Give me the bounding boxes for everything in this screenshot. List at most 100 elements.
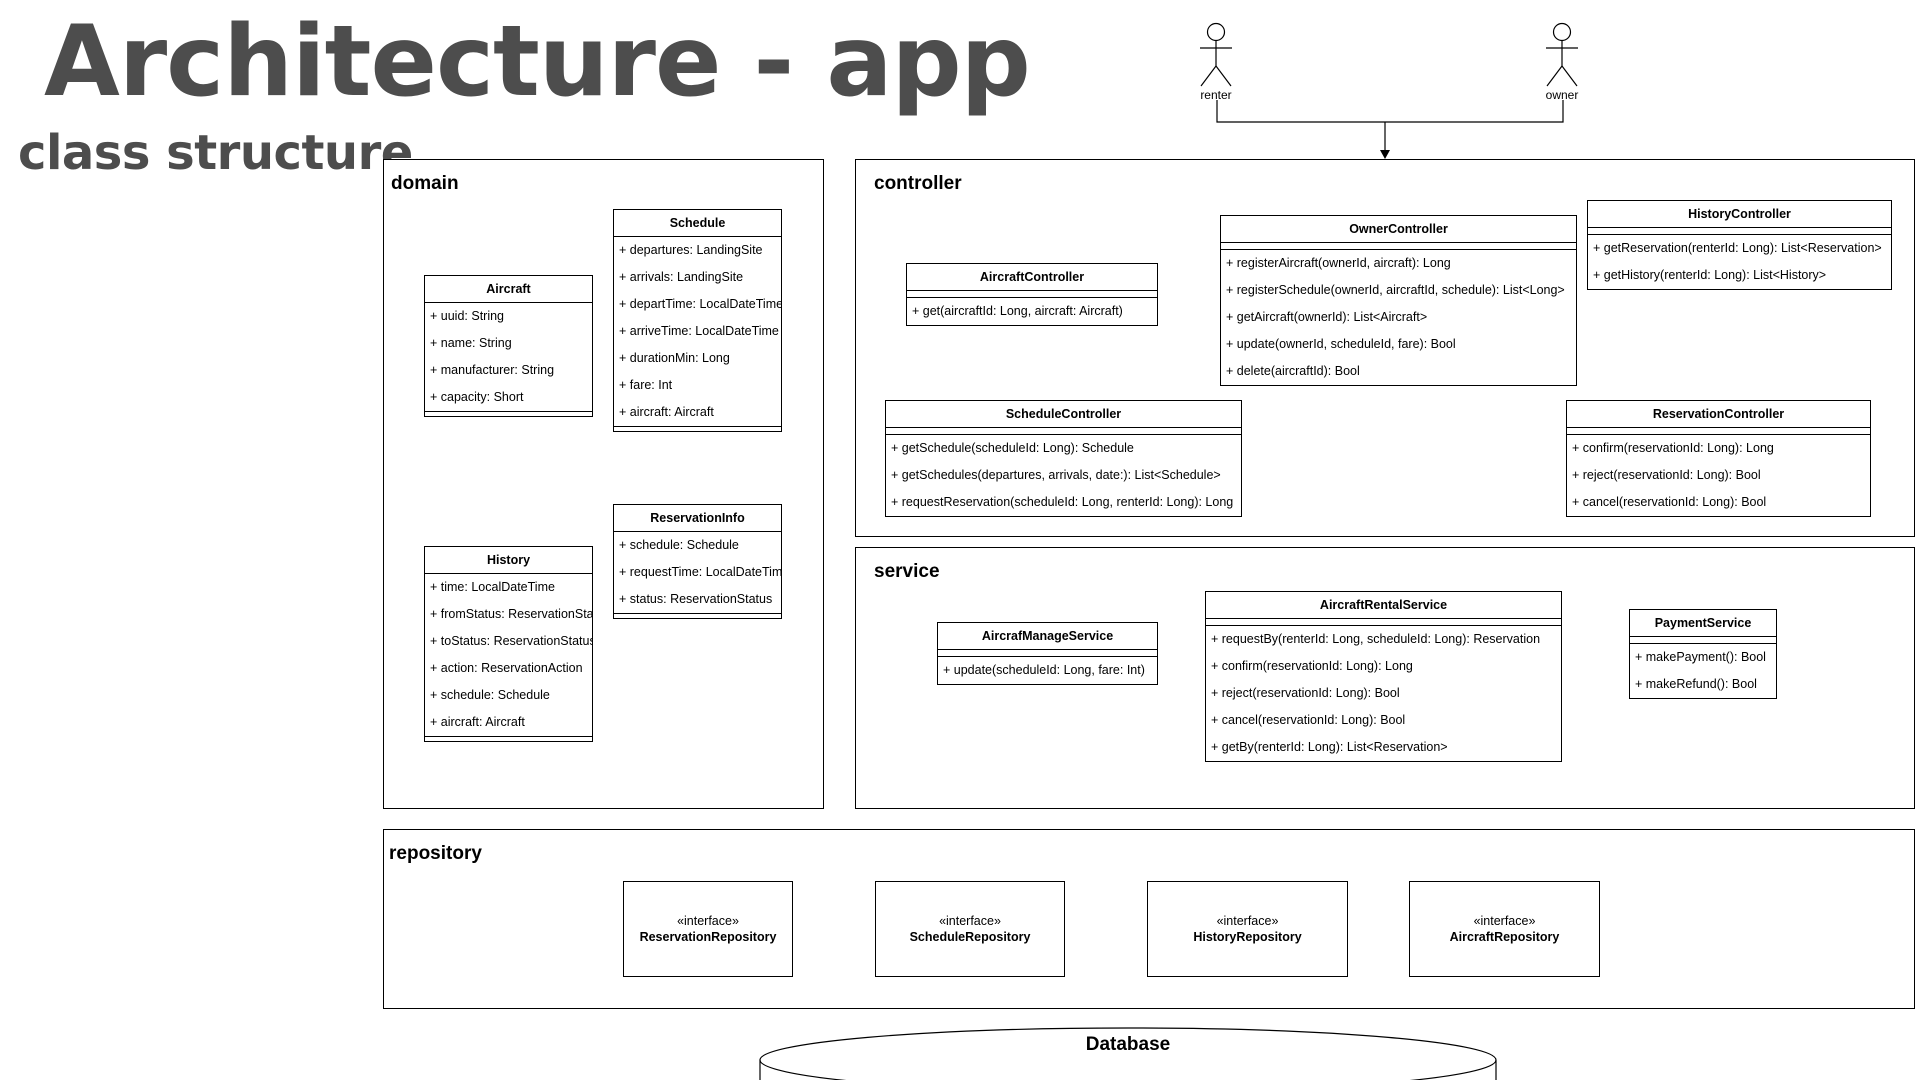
- interface-name: AircraftRepository: [1449, 930, 1560, 944]
- class-member: + manufacturer: String: [430, 363, 555, 377]
- class-member: + capacity: Short: [430, 390, 524, 404]
- class-members: + makePayment(): Bool+ makeRefund(): Boo…: [1630, 644, 1776, 698]
- class-method-divider: [614, 613, 781, 618]
- class-members: + departures: LandingSite + arrivals: Lan…: [614, 237, 781, 426]
- interface-aircraft-repository: «interface» AircraftRepository: [1409, 881, 1600, 977]
- class-member: + departures: LandingSite: [619, 243, 763, 257]
- class-name: OwnerController: [1221, 216, 1576, 243]
- interface-schedule-repository: «interface» ScheduleRepository: [875, 881, 1065, 977]
- class-member: + getBy(renterId: Long): List<Reservatio…: [1211, 740, 1448, 754]
- class-member: + confirm(reservationId: Long): Long: [1572, 441, 1774, 455]
- stick-figure-icon: [1200, 22, 1232, 87]
- class-schedule: Schedule+ departures: LandingSite+ arriv…: [613, 209, 782, 432]
- actor-owner: owner: [1532, 20, 1592, 110]
- interface-stereotype: «interface»: [1216, 914, 1279, 928]
- class-attribute-divider: [1630, 637, 1776, 644]
- class-attribute-divider: [1206, 619, 1561, 626]
- class-aircraft: Aircraft+ uuid: String+ name: String+ ma…: [424, 275, 593, 417]
- class-member: + status: ReservationStatus: [619, 592, 773, 606]
- class-member: + cancel(reservationId: Long): Bool: [1211, 713, 1406, 727]
- interface-stereotype: «interface»: [939, 914, 1001, 928]
- database-cylinder: [759, 1027, 1497, 1080]
- database-label: Database: [1085, 1034, 1171, 1055]
- class-method-divider: [425, 736, 592, 741]
- class-members: + registerAircraft(ownerId, aircraft): L…: [1221, 250, 1576, 385]
- actor-renter: renter: [1186, 20, 1246, 110]
- interface-name: ReservationRepository: [639, 930, 777, 944]
- class-member: + action: ReservationAction: [430, 661, 583, 675]
- class-name: ReservationController: [1567, 401, 1870, 428]
- class-member: + getSchedules(departures, arrivals, dat…: [891, 468, 1221, 482]
- class-members: + time: LocalDateTime + fromStatus: Reser…: [425, 574, 592, 736]
- page-title: Architecture - app: [44, 5, 1031, 119]
- class-member: + confirm(reservationId: Long): Long: [1211, 659, 1413, 673]
- class-member: + getHistory(renterId: Long): List<Histo…: [1593, 268, 1827, 282]
- class-member: + fromStatus: ReservationStatus: [430, 607, 592, 621]
- class-name: History: [425, 547, 592, 574]
- class-attribute-divider: [1567, 428, 1870, 435]
- class-members: + confirm(reservationId: Long): Long + re…: [1567, 435, 1870, 516]
- class-owner-controller: OwnerController + registerAircraft(ownerI…: [1220, 215, 1577, 386]
- class-member: + durationMin: Long: [619, 351, 730, 365]
- actor-connector: [1216, 100, 1564, 123]
- class-name: PaymentService: [1630, 610, 1776, 637]
- class-payment-service: PaymentService + makePayment(): Bool+ mak…: [1629, 609, 1777, 699]
- class-members: + requestBy(renterId: Long, scheduleId: …: [1206, 626, 1561, 761]
- interface-history-repository: «interface» HistoryRepository: [1147, 881, 1348, 977]
- page-subtitle: class structure: [18, 125, 413, 181]
- interface-name: ScheduleRepository: [909, 930, 1031, 944]
- class-name: Aircraft: [425, 276, 592, 303]
- stick-figure-icon: [1546, 22, 1578, 87]
- class-member: + time: LocalDateTime: [430, 580, 555, 594]
- class-member: + name: String: [430, 336, 512, 350]
- class-history: History + time: LocalDateTime + fromStatus…: [424, 546, 593, 742]
- class-attribute-divider: [938, 650, 1157, 657]
- class-members: + update(scheduleId: Long, fare: Int): [938, 657, 1157, 684]
- class-member: + reject(reservationId: Long): Bool: [1211, 686, 1400, 700]
- class-member: + cancel(reservationId: Long): Bool: [1572, 495, 1767, 509]
- class-member: + requestBy(renterId: Long, scheduleId: …: [1211, 632, 1541, 646]
- class-reservation-controller: ReservationController + confirm(reservati…: [1566, 400, 1871, 517]
- class-member: + getAircraft(ownerId): List<Aircraft>: [1226, 310, 1428, 324]
- package-label: service: [874, 561, 940, 582]
- class-aircraft-manage-service: AircrafManageService + update(scheduleId:…: [937, 622, 1158, 685]
- class-member: + arriveTime: LocalDateTime: [619, 324, 779, 338]
- class-member: + aircraft: Aircraft: [430, 715, 525, 729]
- actor-label: renter: [1200, 88, 1232, 102]
- class-member: + requestTime: LocalDateTime: [619, 565, 781, 579]
- class-members: + getSchedule(scheduleId: Long): Schedul…: [886, 435, 1241, 516]
- interface-stereotype: «interface»: [1473, 914, 1536, 928]
- class-member: + schedule: Schedule: [619, 538, 739, 552]
- class-aircraft-rental-service: AircraftRentalService+ requestBy(renterI…: [1205, 591, 1562, 762]
- package-label: repository: [389, 843, 482, 864]
- interface-reservation-repository: «interface» ReservationRepository: [623, 881, 793, 977]
- controller-arrowhead: [1380, 150, 1390, 159]
- database-rim: [759, 1059, 1497, 1080]
- class-member: + makePayment(): Bool: [1635, 650, 1766, 664]
- class-member: + reject(reservationId: Long): Bool: [1572, 468, 1761, 482]
- class-name: ScheduleController: [886, 401, 1241, 428]
- class-member: + aircraft: Aircraft: [619, 405, 714, 419]
- class-members: + uuid: String+ name: String+ manufactur…: [425, 303, 592, 411]
- class-history-controller: HistoryController+ getReservation(renter…: [1587, 200, 1892, 290]
- class-name: AircrafManageService: [938, 623, 1157, 650]
- class-member: + toStatus: ReservationStatus: [430, 634, 592, 648]
- class-member: + arrivals: LandingSite: [619, 270, 744, 284]
- package-label: controller: [874, 173, 962, 194]
- class-member: + fare: Int: [619, 378, 673, 392]
- class-aircraft-controller: AircraftController+ get(aircraftId: Long…: [906, 263, 1158, 326]
- class-member: + get(aircraftId: Long, aircraft: Aircra…: [912, 304, 1123, 318]
- package-label: domain: [391, 173, 459, 194]
- class-name: ReservationInfo: [614, 505, 781, 532]
- class-member: + departTime: LocalDateTime: [619, 297, 781, 311]
- class-member: + requestReservation(scheduleId: Long, r…: [891, 495, 1234, 509]
- class-member: + update(scheduleId: Long, fare: Int): [943, 663, 1145, 677]
- class-members: + get(aircraftId: Long, aircraft: Aircra…: [907, 298, 1157, 325]
- class-member: + delete(aircraftId): Bool: [1226, 364, 1360, 378]
- class-name: HistoryController: [1588, 201, 1891, 228]
- interface-stereotype: «interface»: [677, 914, 739, 928]
- class-members: + schedule: Schedule + requestTime: Local…: [614, 532, 781, 613]
- class-member: + registerAircraft(ownerId, aircraft): L…: [1226, 256, 1451, 270]
